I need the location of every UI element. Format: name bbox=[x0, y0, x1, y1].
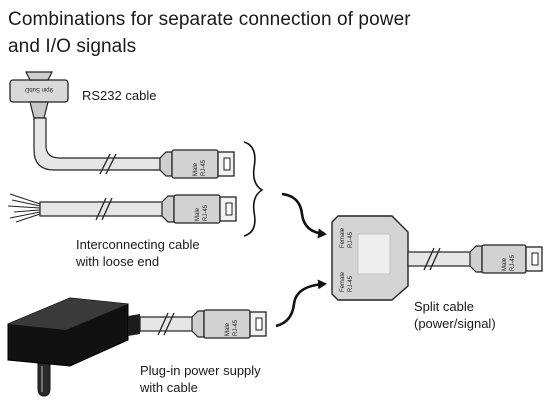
socket-label-rj45-bottom: RJ-45 bbox=[348, 275, 354, 292]
arrow-signal-to-split bbox=[281, 192, 327, 239]
label-power-line-2: with cable bbox=[140, 380, 198, 395]
plug-label-male: Male bbox=[502, 257, 508, 271]
label-split-cable: Split cable (power/signal) bbox=[414, 298, 496, 332]
socket-label-rj45-top: RJ-45 bbox=[348, 231, 354, 248]
grouping-brace bbox=[243, 141, 264, 237]
cable-break-mark bbox=[423, 247, 441, 271]
cable-break-mark bbox=[99, 153, 117, 175]
split-cable-adapter: Female RJ-45 Female RJ-45 Male RJ-45 bbox=[331, 215, 543, 301]
rs232-cable-body bbox=[33, 117, 161, 171]
label-loose-end-line-2: with loose end bbox=[76, 254, 160, 269]
cable-break-mark bbox=[95, 197, 113, 221]
split-output-cable bbox=[407, 251, 473, 267]
adapter-label-area bbox=[357, 233, 391, 275]
plug-label-male: Male bbox=[225, 322, 231, 336]
rj45-latch bbox=[225, 202, 233, 216]
rj45-latch bbox=[223, 157, 231, 171]
power-supply: Male RJ-45 bbox=[7, 297, 267, 397]
rj45-boot bbox=[191, 310, 205, 338]
plug-label-male: Male bbox=[193, 162, 199, 176]
label-power-supply: Plug-in power supply with cable bbox=[140, 362, 261, 396]
rj45-latch bbox=[255, 317, 263, 331]
plug-label-rj45: RJ-45 bbox=[201, 159, 207, 176]
label-split-line-1: Split cable bbox=[414, 299, 474, 314]
title-line-1: Combinations for separate connection of … bbox=[8, 9, 411, 30]
label-power-line-1: Plug-in power supply bbox=[140, 363, 261, 378]
rj45-latch bbox=[531, 252, 539, 266]
dsub-top bbox=[25, 71, 53, 81]
plug-label-male: Male bbox=[195, 207, 201, 221]
rj45-boot bbox=[161, 195, 175, 223]
loose-end-cable: Male RJ-45 bbox=[7, 193, 237, 224]
plug-label-rj45: RJ-45 bbox=[203, 204, 209, 221]
rj45-boot bbox=[159, 151, 173, 177]
loose-wires bbox=[7, 193, 41, 223]
dsub-strain-relief bbox=[29, 101, 49, 119]
adapter-cable-exit bbox=[128, 314, 140, 336]
adapter-top-face bbox=[8, 298, 128, 330]
label-split-line-2: (power/signal) bbox=[414, 316, 496, 331]
socket-label-female-top: Female bbox=[340, 227, 346, 248]
label-rs232-cable: RS232 cable bbox=[82, 88, 157, 103]
label-loose-end-cable: Interconnecting cable with loose end bbox=[76, 236, 200, 270]
plug-label-rj45: RJ-45 bbox=[233, 319, 239, 336]
rj45-boot bbox=[469, 245, 483, 273]
plug-label-rj45: RJ-45 bbox=[510, 254, 516, 271]
rs232-cable: 9pin SubD Male RJ-45 bbox=[9, 71, 235, 179]
diagram-title: Combinations for separate connection of … bbox=[8, 6, 411, 60]
cable-break-mark bbox=[157, 312, 175, 336]
arrow-power-to-split bbox=[275, 279, 327, 328]
socket-label-female-bottom: Female bbox=[340, 271, 346, 292]
title-line-2: and I/O signals bbox=[8, 36, 137, 57]
dsub-label: 9pin SubD bbox=[24, 86, 53, 92]
label-loose-end-line-1: Interconnecting cable bbox=[76, 237, 200, 252]
